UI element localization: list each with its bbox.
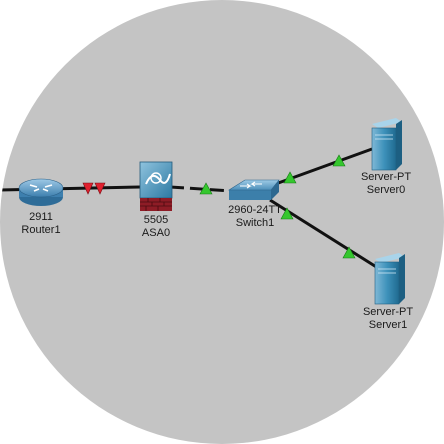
switch1-label: 2960-24TT Switch1 [228,204,282,230]
link-asa0-switch1[interactable] [169,185,233,193]
link-status-down-indicator [82,182,106,195]
device-name: Server1 [368,319,408,331]
device-model: 2960-24TT [228,204,282,216]
link-status-up-indicator [283,171,297,184]
asa-firewall-icon[interactable] [139,161,173,211]
router1-label: 2911 Router1 [21,211,60,237]
device-model: Server-PT [360,171,412,183]
device-name: Router1 [21,224,61,236]
device-model: Server-PT [362,306,414,318]
link-status-up-indicator [199,182,213,195]
link-status-up-indicator [342,246,356,259]
asa0-label: 5505 ASA0 [142,214,170,240]
device-name: Switch1 [235,217,275,229]
server-icon[interactable] [374,253,405,305]
device-model: 2911 [29,211,53,223]
device-name: ASA0 [141,227,171,239]
switch-icon[interactable] [227,179,280,200]
link-status-up-indicator [332,154,346,167]
device-name: Server0 [366,184,406,196]
server0-label: Server-PT Server0 [361,171,411,197]
router-icon[interactable] [18,178,64,206]
device-model: 5505 [143,214,169,226]
server1-label: Server-PT Server1 [363,306,413,332]
server-icon[interactable] [371,118,402,171]
link-status-up-indicator [280,207,294,220]
